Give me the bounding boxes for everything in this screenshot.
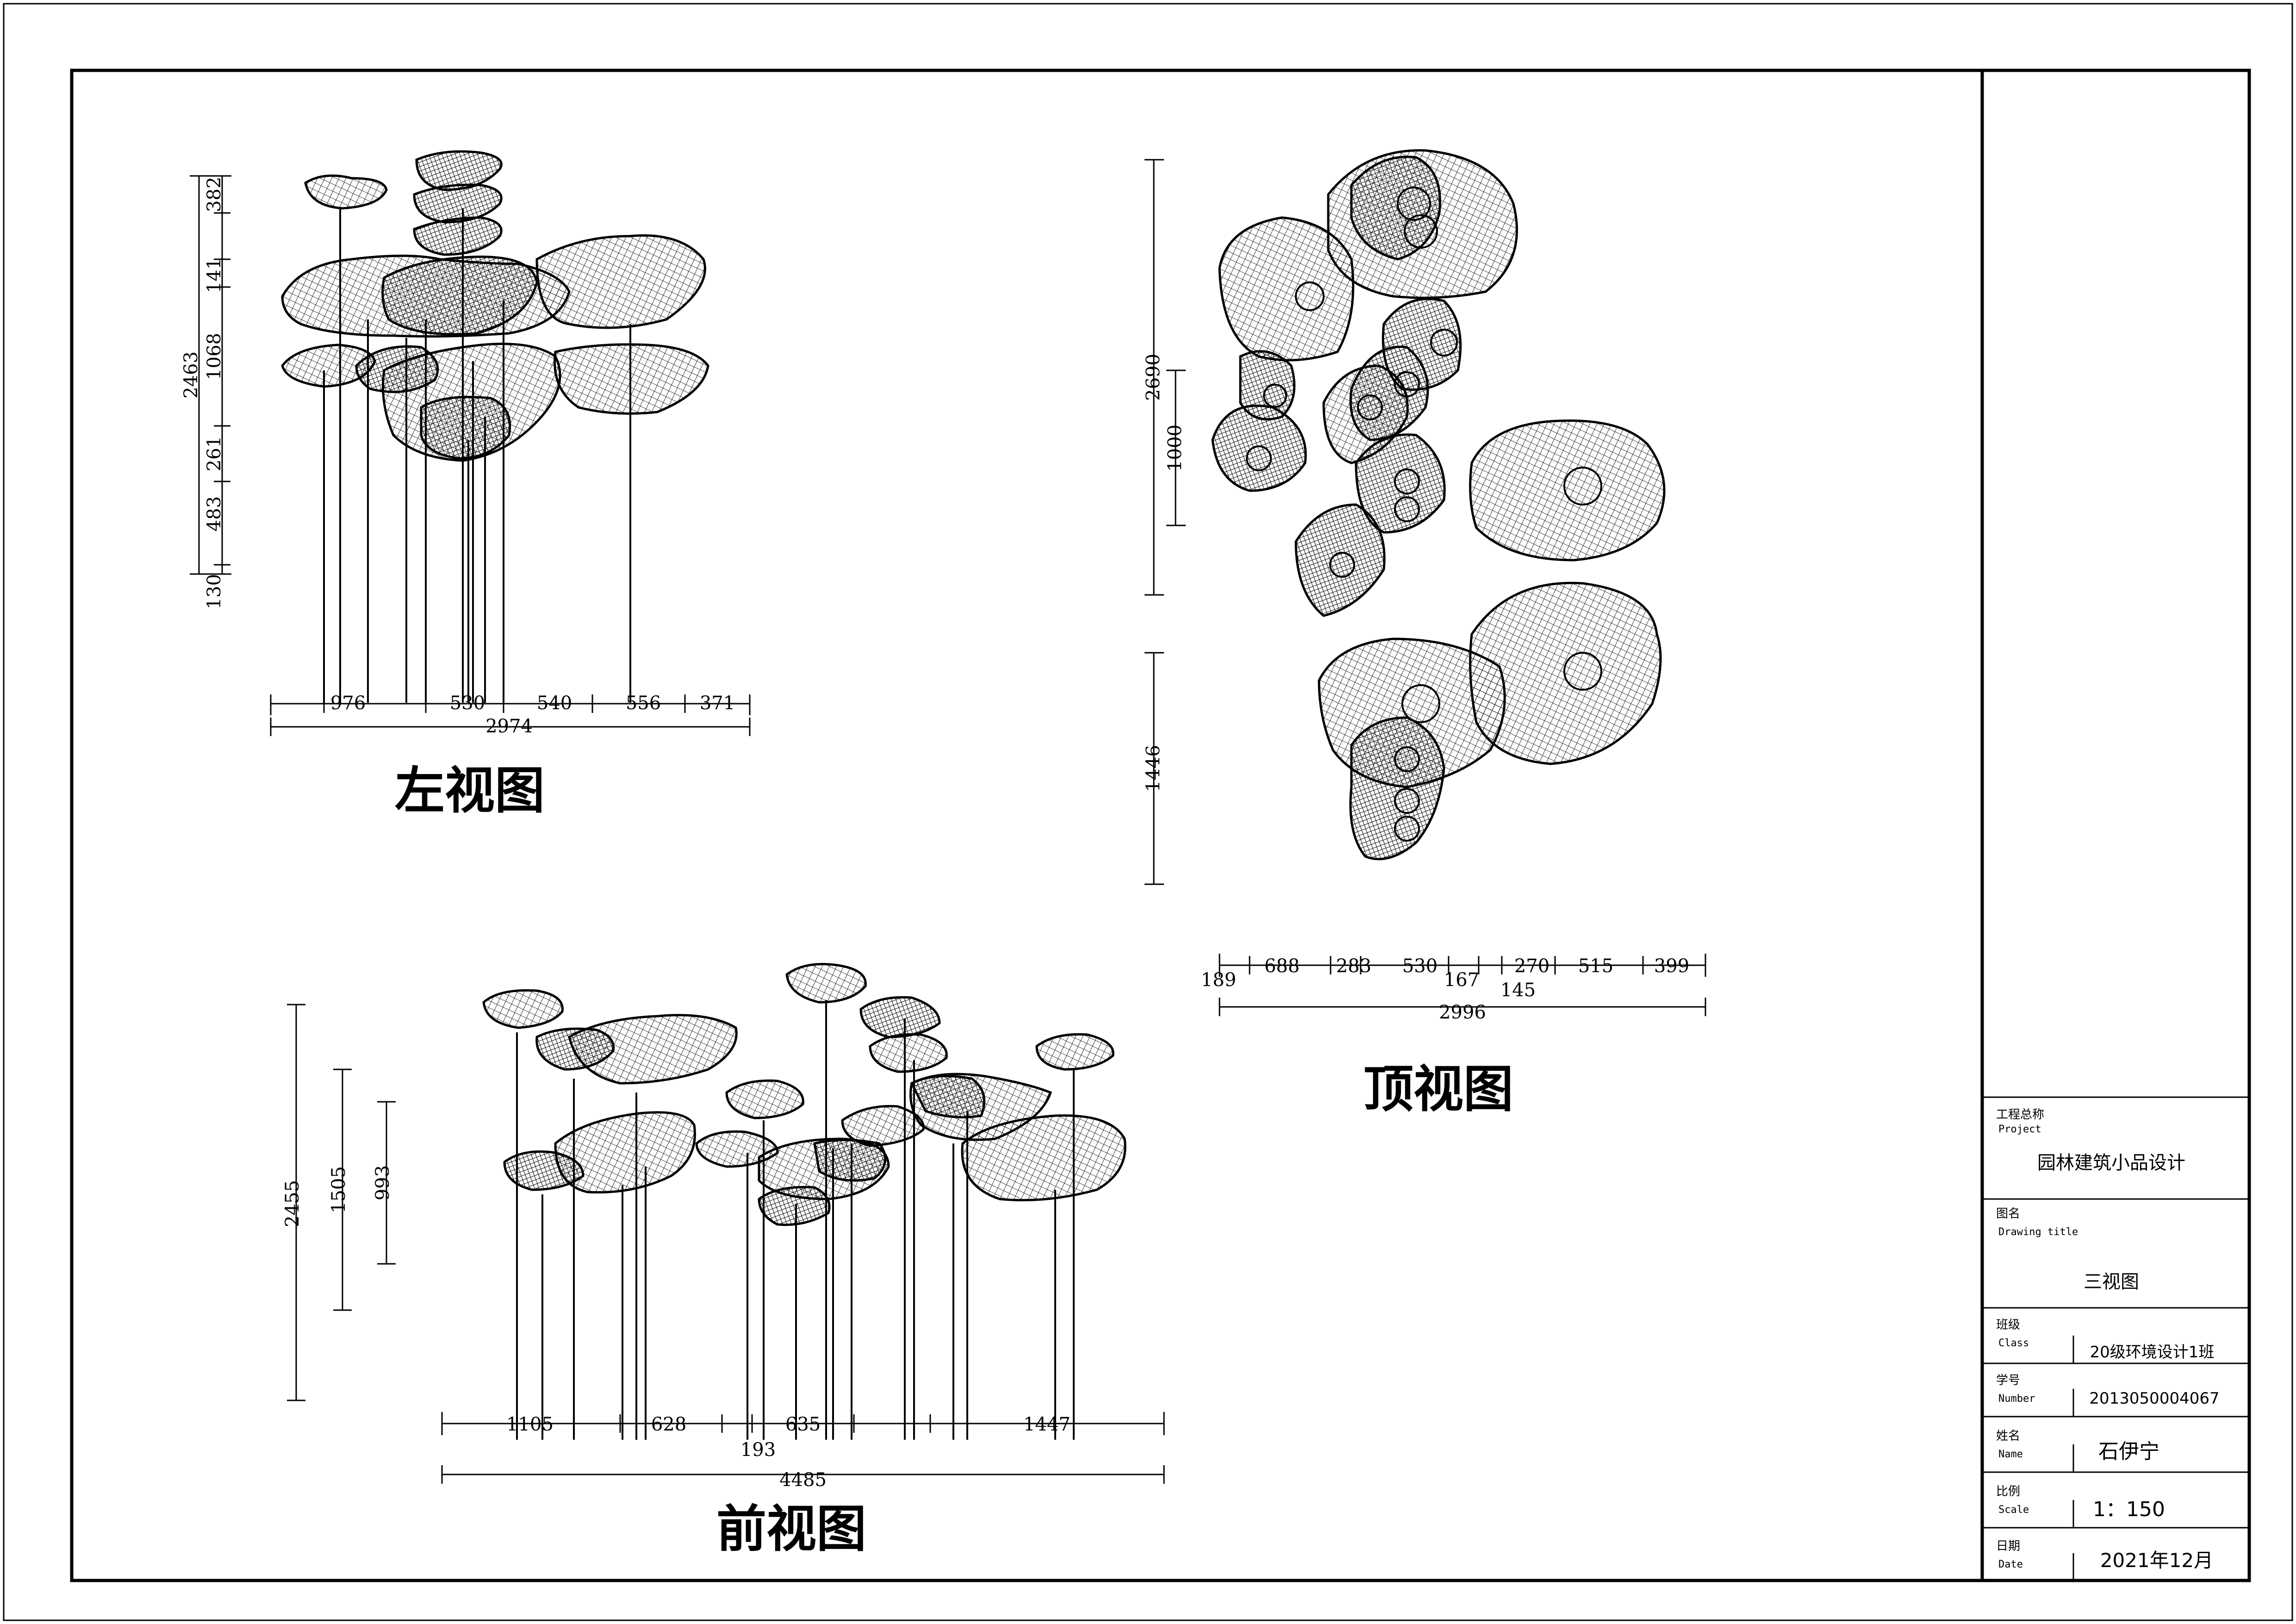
scale-value: 1：150 xyxy=(2093,1498,2165,1521)
top-view-vertical-dims xyxy=(1145,159,1186,885)
front-dim-vertical-3: 993 xyxy=(372,1165,393,1200)
class-label: 班级 xyxy=(1996,1318,2020,1332)
number-value: 2013050004067 xyxy=(2089,1389,2219,1408)
outer-border xyxy=(3,3,2293,1621)
drawing-title-label-en: Drawing title xyxy=(1998,1226,2078,1238)
front-dim-horizontal-5: 1447 xyxy=(1023,1414,1070,1435)
project-label: 工程总称 xyxy=(1996,1108,2044,1122)
left-dim-horizontal-5: 371 xyxy=(700,693,735,714)
class-label-en: Class xyxy=(1998,1337,2029,1349)
left-dim-overall-height: 2463 xyxy=(180,351,202,399)
top-view: 2690 1000 1446 189 688 283 530 167 145 2… xyxy=(1143,149,1706,1118)
left-dim-horizontal-4: 556 xyxy=(626,693,661,714)
date-label: 日期 xyxy=(1996,1539,2020,1553)
left-dim-overall-width: 2974 xyxy=(485,716,533,737)
left-view-vertical-dims xyxy=(190,175,231,575)
left-dim-horizontal-2: 530 xyxy=(450,693,485,714)
top-dim-horizontal-1: 189 xyxy=(1201,969,1236,991)
top-dim-horizontal-4: 530 xyxy=(1402,956,1437,977)
number-label: 学号 xyxy=(1996,1374,2020,1387)
date-value: 2021年12月 xyxy=(2100,1549,2213,1572)
left-dim-horizontal-1: 976 xyxy=(330,693,366,714)
left-dim-horizontal-3: 540 xyxy=(537,693,572,714)
left-view-drawing xyxy=(281,150,709,703)
top-dim-horizontal-7: 270 xyxy=(1514,956,1549,977)
date-label-en: Date xyxy=(1998,1559,2023,1570)
drawing-title-label: 图名 xyxy=(1996,1207,2020,1221)
class-value: 20级环境设计1班 xyxy=(2090,1343,2215,1362)
front-dim-vertical-1: 2455 xyxy=(282,1180,303,1227)
top-dim-vertical-1: 2690 xyxy=(1143,354,1164,401)
name-value: 石伊宁 xyxy=(2098,1440,2159,1463)
project-name: 园林建筑小品设计 xyxy=(2037,1152,2185,1174)
drawing-title: 三视图 xyxy=(2084,1271,2139,1293)
top-dim-vertical-2: 1000 xyxy=(1164,425,1186,472)
front-view-title: 前视图 xyxy=(716,1500,866,1558)
top-dim-horizontal-8: 515 xyxy=(1578,956,1613,977)
number-label-en: Number xyxy=(1998,1393,2035,1405)
front-dim-overall-width: 4485 xyxy=(779,1469,827,1491)
top-dim-vertical-3: 1446 xyxy=(1143,745,1164,792)
left-view: 382 141 1068 261 483 130 2463 976 530 54… xyxy=(180,150,751,820)
scale-label-en: Scale xyxy=(1998,1504,2029,1516)
top-dim-overall-width: 2996 xyxy=(1439,1002,1486,1023)
front-dim-horizontal-2: 628 xyxy=(651,1414,686,1435)
left-dim-vertical-6: 130 xyxy=(204,574,225,609)
top-view-horizontal-dims xyxy=(1219,954,1706,1016)
left-view-title: 左视图 xyxy=(395,762,545,820)
front-dim-horizontal-3: 193 xyxy=(740,1439,776,1461)
front-view-horizontal-dims xyxy=(441,1412,1165,1484)
left-dim-vertical-3: 1068 xyxy=(204,333,225,380)
scale-label: 比例 xyxy=(1996,1485,2020,1499)
name-label: 姓名 xyxy=(1996,1429,2020,1443)
title-block: 工程总称 Project 园林建筑小品设计 图名 Drawing title 三… xyxy=(1982,1096,2249,1580)
project-label-en: Project xyxy=(1998,1124,2041,1135)
front-dim-horizontal-1: 1105 xyxy=(506,1414,554,1435)
left-dim-vertical-2: 141 xyxy=(204,258,225,293)
top-dim-horizontal-3: 283 xyxy=(1336,956,1371,977)
front-view-drawing xyxy=(482,963,1126,1440)
front-dim-horizontal-4: 635 xyxy=(785,1414,821,1435)
front-view-vertical-dims xyxy=(287,1004,396,1401)
front-view: 2455 1505 993 1105 628 193 635 1447 4485… xyxy=(282,963,1165,1558)
top-view-title: 顶视图 xyxy=(1363,1061,1513,1118)
left-dim-vertical-1: 382 xyxy=(204,177,225,212)
front-dim-vertical-2: 1505 xyxy=(328,1166,349,1213)
name-label-en: Name xyxy=(1998,1449,2023,1460)
left-dim-vertical-5: 483 xyxy=(204,496,225,531)
top-dim-horizontal-9: 399 xyxy=(1654,956,1689,977)
top-dim-horizontal-6: 145 xyxy=(1500,980,1536,1001)
top-view-drawing xyxy=(1211,149,1666,861)
left-dim-vertical-4: 261 xyxy=(204,436,225,471)
left-view-horizontal-dims xyxy=(270,694,751,736)
inner-border xyxy=(70,69,2251,1582)
top-dim-horizontal-2: 688 xyxy=(1264,956,1300,977)
top-dim-horizontal-5: 167 xyxy=(1444,969,1479,991)
